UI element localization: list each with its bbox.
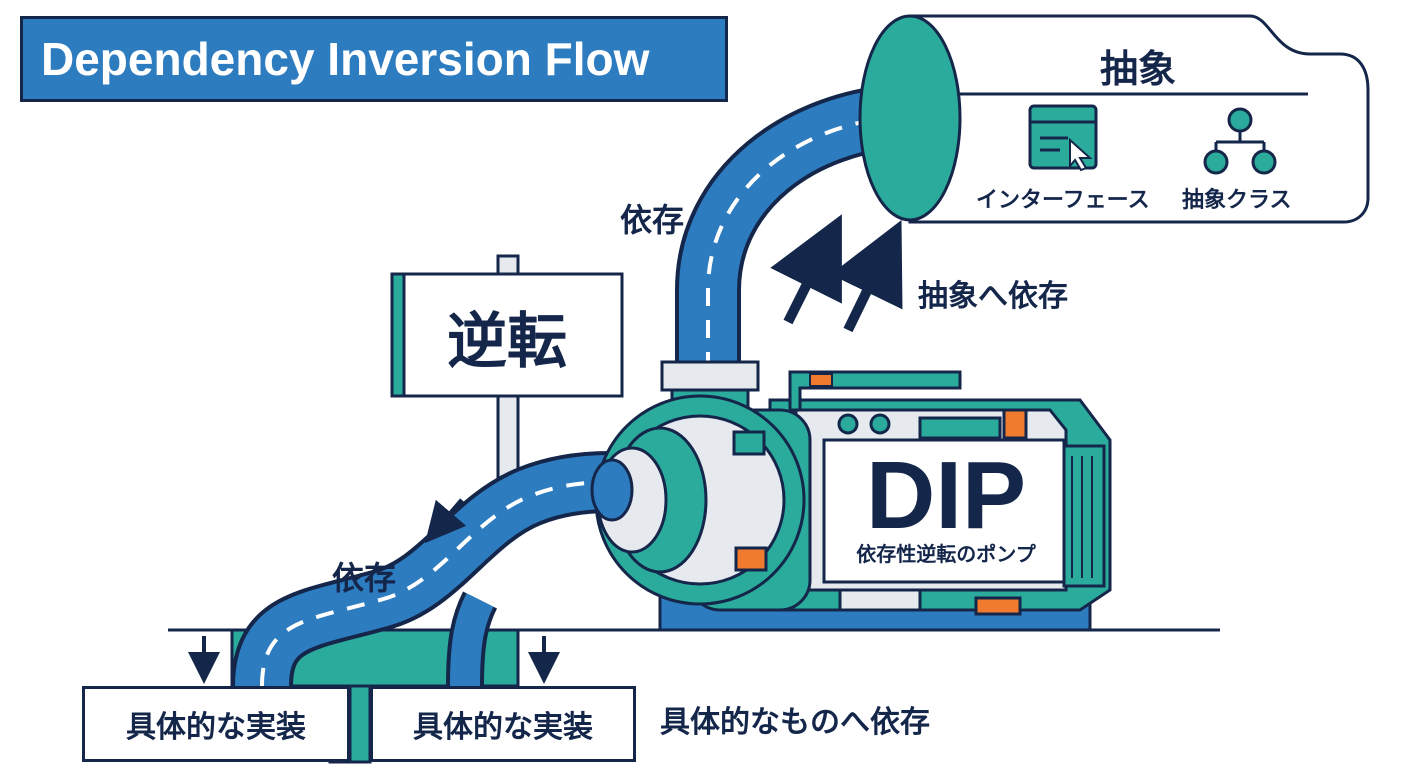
window-cursor-icon bbox=[1028, 104, 1098, 172]
sign-board bbox=[390, 272, 624, 398]
pump-handle bbox=[788, 370, 962, 412]
abstraction-title: 抽象 bbox=[1100, 47, 1177, 91]
up-arrows bbox=[770, 214, 903, 333]
pump-motor bbox=[768, 398, 1112, 616]
tank-opening bbox=[858, 14, 962, 222]
ground-channel-right bbox=[348, 684, 372, 764]
abstract-class-label: 抽象クラス bbox=[1182, 188, 1292, 213]
pump-name: DIP bbox=[865, 442, 1027, 549]
inversion-sign-label: 逆転 bbox=[447, 306, 567, 377]
upper-pipe-collar bbox=[660, 360, 760, 392]
implementation-box: 具体的な実装 bbox=[82, 686, 350, 762]
depend-on-abstraction-label: 抽象へ依存 bbox=[918, 279, 1068, 314]
dependency-label-lower: 依存 bbox=[332, 559, 397, 597]
lower-pipe-flow bbox=[260, 480, 611, 687]
sign-board-accent bbox=[390, 272, 406, 398]
pump-subtitle: 依存性逆転のポンプ bbox=[856, 542, 1036, 566]
diagram-title: Dependency Inversion Flow bbox=[41, 33, 650, 85]
interface-label: インターフェース bbox=[976, 188, 1150, 213]
depend-on-concrete-label: 具体的なものへ依存 bbox=[660, 705, 930, 740]
dependency-label-upper: 依存 bbox=[620, 201, 685, 239]
hierarchy-icon bbox=[1203, 107, 1277, 175]
abstraction-tank bbox=[908, 14, 1370, 224]
title-banner: Dependency Inversion Flow bbox=[20, 16, 728, 102]
lower-pipe-branch-fill bbox=[450, 593, 494, 687]
pump-housing bbox=[590, 394, 812, 612]
implementation-box: 具体的な実装 bbox=[370, 686, 636, 762]
down-left-arrow bbox=[424, 498, 467, 544]
